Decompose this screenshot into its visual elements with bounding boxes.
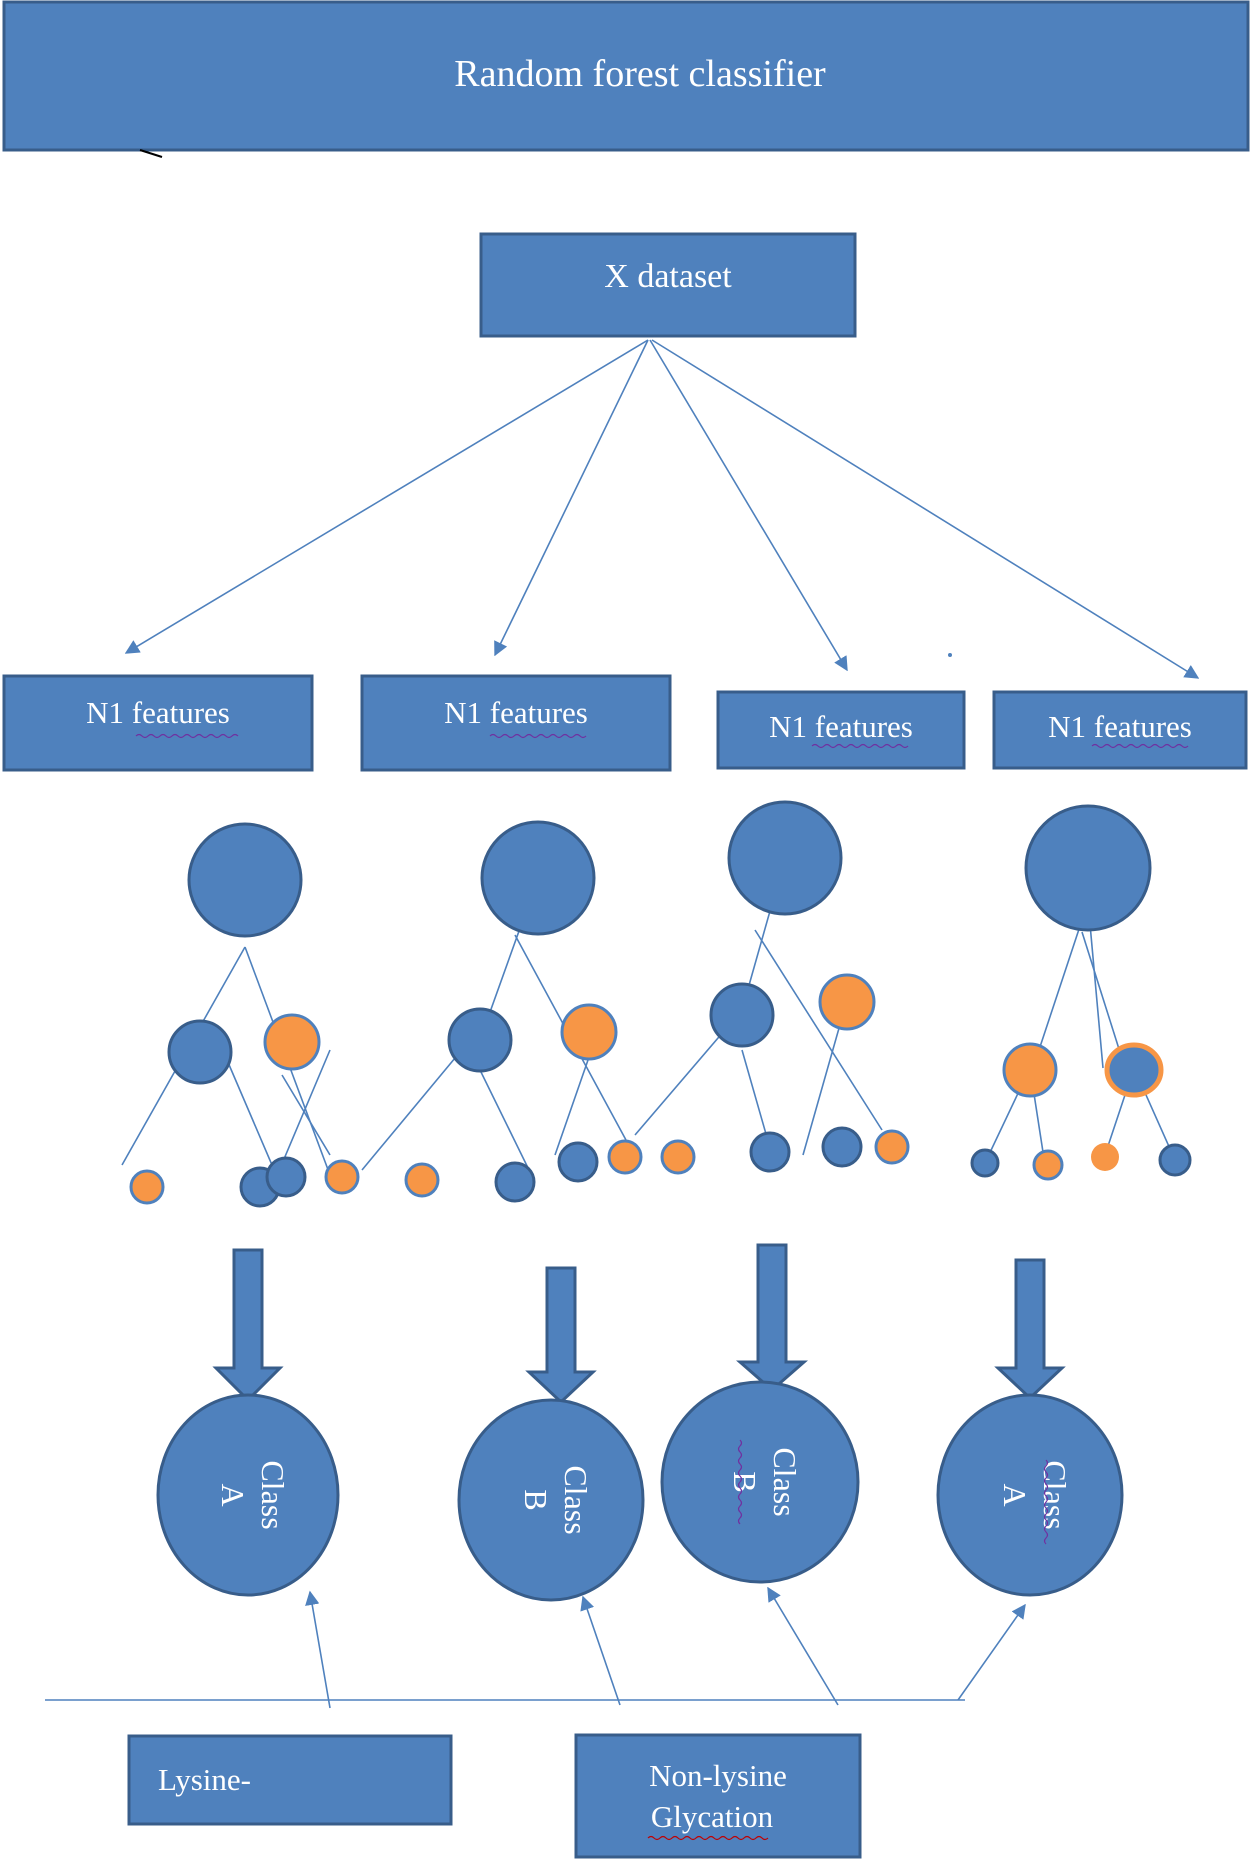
lysine-box: Lysine- — [127, 1734, 453, 1826]
root-dataset-box: X dataset — [479, 232, 857, 338]
arrow-root-to-features-4 — [651, 339, 1200, 679]
down-arrow-4 — [994, 1258, 1066, 1401]
lysine-box-label: Lysine- — [158, 1762, 251, 1797]
tree-1-root-node — [187, 822, 303, 938]
tree-4-leaf — [1158, 1143, 1192, 1177]
tree-3-leaf — [874, 1129, 910, 1165]
tree-4-leaf — [1091, 1143, 1119, 1171]
tree-1-leaf — [324, 1159, 360, 1195]
down-arrow-3 — [736, 1243, 808, 1392]
feature-box-4-label: N1 features — [1048, 709, 1192, 744]
class-node-1: Class A — [156, 1393, 340, 1597]
arrow-root-to-features-3 — [649, 339, 848, 672]
decision-tree-1 — [121, 822, 360, 1208]
tree-3-leaf — [821, 1126, 863, 1168]
down-arrow-1 — [212, 1248, 284, 1403]
non-lysine-box-line1: Non-lysine — [649, 1758, 787, 1793]
tree-3-root-node — [727, 800, 843, 916]
tree-1-node — [167, 1019, 233, 1085]
class-node-2: Class B — [457, 1398, 645, 1602]
tree-2-leaf — [557, 1141, 599, 1183]
feature-box-1-label: N1 features — [86, 695, 230, 730]
non-lysine-glycation-box: Non-lysine Glycation — [574, 1733, 862, 1859]
feature-box-4: N1 features — [992, 690, 1248, 770]
tree-3-leaf — [749, 1131, 791, 1173]
tree-4-leaf — [970, 1148, 1000, 1178]
class-node-3-letter: B — [727, 1471, 763, 1492]
tree-3-leaf — [660, 1139, 696, 1175]
feature-box-3-label: N1 features — [769, 709, 913, 744]
tree-2-root-node — [480, 820, 596, 936]
class-node-4-letter: A — [997, 1483, 1033, 1506]
tree-2-node — [560, 1003, 618, 1061]
feature-box-1: N1 features — [2, 674, 314, 772]
class-node-1-word: Class — [255, 1460, 291, 1529]
header-title: Random forest classifier — [454, 53, 826, 95]
decision-tree-3 — [607, 800, 910, 1175]
decision-tree-2 — [361, 820, 627, 1203]
tree-2-leaf — [404, 1162, 440, 1198]
tree-3-node — [709, 982, 775, 1048]
arrow-root-to-features-2 — [494, 339, 649, 657]
tree-1-node — [263, 1013, 321, 1071]
class-node-4-word: Class — [1037, 1460, 1073, 1529]
tree-4-leaf — [1032, 1149, 1064, 1181]
feature-box-2: N1 features — [360, 674, 672, 772]
root-dataset-label: X dataset — [604, 258, 732, 295]
root-arrows — [124, 339, 1200, 679]
class-node-3: Class B — [660, 1380, 860, 1584]
tree-1-leaf — [129, 1169, 165, 1205]
class-node-2-letter: B — [518, 1489, 554, 1510]
tree-2-node — [447, 1007, 513, 1073]
tree-4-root-node — [1024, 804, 1152, 932]
feature-box-3: N1 features — [716, 690, 966, 770]
feature-box-2-label: N1 features — [444, 695, 588, 730]
bottom-connectors — [45, 1586, 1026, 1709]
tree-4-node — [1104, 1042, 1164, 1098]
tree-1-leaf — [265, 1156, 307, 1198]
header-banner: Random forest classifier — [2, 0, 1250, 158]
tree-3-leaf — [607, 1139, 643, 1175]
tree-4-node — [1002, 1042, 1058, 1098]
tree-3-node — [818, 973, 876, 1031]
vote-arrows — [212, 1243, 1066, 1405]
down-arrow-2 — [525, 1266, 597, 1405]
arrow-root-to-features-1 — [124, 339, 649, 654]
class-node-3-word: Class — [767, 1447, 803, 1516]
tree-2-leaf — [494, 1161, 536, 1203]
class-node-2-word: Class — [558, 1465, 594, 1534]
decision-tree-4 — [970, 804, 1192, 1181]
class-node-4: Class A — [936, 1393, 1124, 1597]
non-lysine-box-line2: Glycation — [651, 1799, 774, 1834]
class-node-1-letter: A — [215, 1483, 251, 1506]
